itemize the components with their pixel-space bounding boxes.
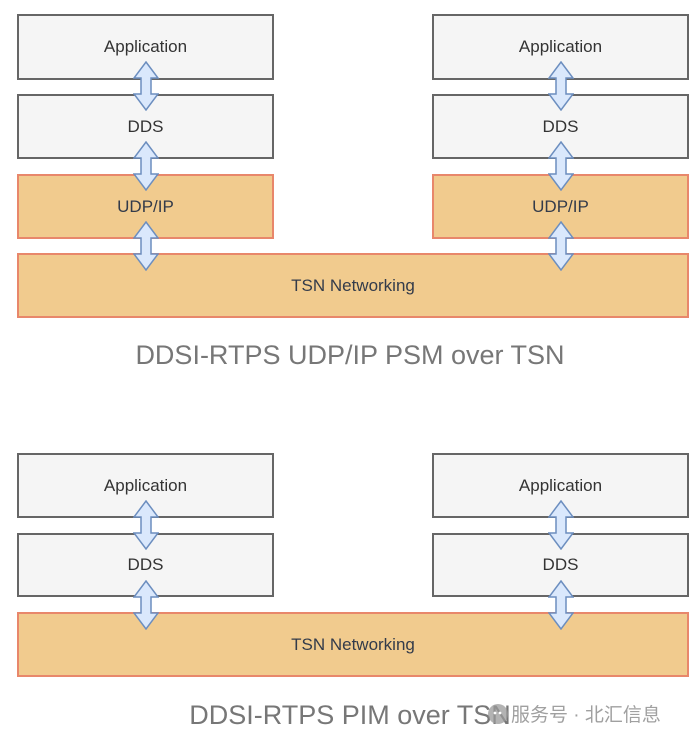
diagram-caption: DDSI-RTPS UDP/IP PSM over TSN [135, 340, 565, 370]
watermark-text: 服务号 · 北汇信息 [511, 705, 661, 726]
layer-label: Application [518, 37, 603, 56]
tsn-networking-layer: TSN Networking [17, 612, 689, 677]
layer-label: UDP/IP [532, 196, 589, 216]
tsn-networking-layer: TSN Networking [17, 253, 689, 318]
layer-label: UDP/IP [117, 196, 174, 216]
watermark: 服务号 · 北汇信息 [487, 700, 661, 727]
bidirectional-arrow-icon [548, 580, 574, 630]
wechat-icon [488, 703, 508, 724]
layer-label: Application [518, 475, 603, 495]
bidirectional-arrow-icon [548, 61, 574, 111]
layer-label: TSN Networking [291, 634, 415, 654]
bidirectional-arrow-icon [133, 221, 159, 271]
layer-label: DDS [127, 116, 164, 136]
bidirectional-arrow-icon [548, 141, 574, 191]
bidirectional-arrow-icon [133, 61, 159, 111]
layer-label: Application [103, 37, 188, 56]
bidirectional-arrow-icon [133, 580, 159, 630]
diagram-caption: DDSI-RTPS PIM over TSN [189, 700, 511, 730]
layer-label: DDS [127, 555, 164, 574]
bidirectional-arrow-icon [548, 500, 574, 550]
layer-label: TSN Networking [291, 275, 415, 295]
layer-label: DDS [542, 555, 579, 574]
layer-label: Application [103, 475, 188, 495]
bidirectional-arrow-icon [133, 141, 159, 191]
bidirectional-arrow-icon [133, 500, 159, 550]
layer-label: DDS [542, 116, 579, 136]
bidirectional-arrow-icon [548, 221, 574, 271]
